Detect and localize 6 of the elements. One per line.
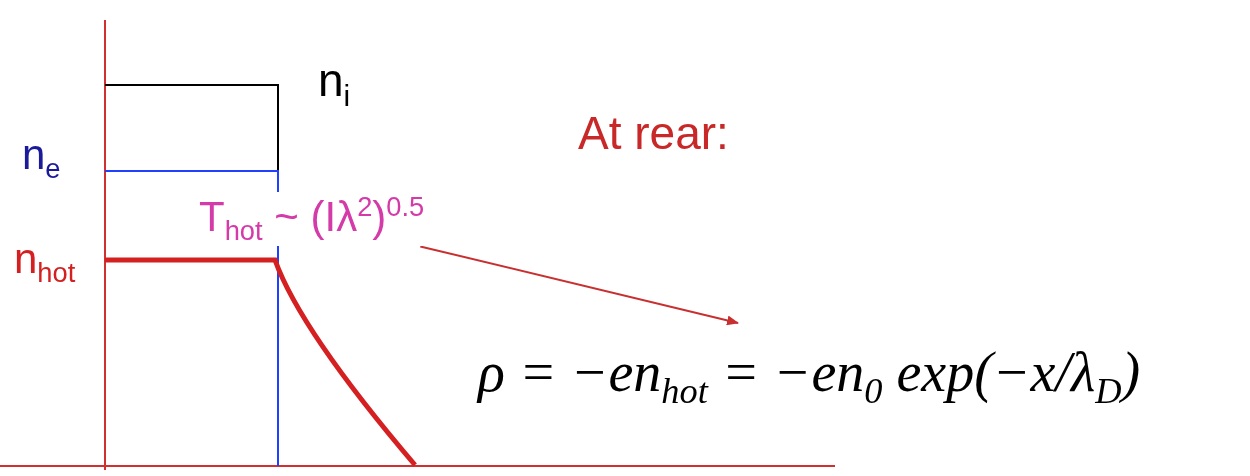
note-text: At rear: <box>578 108 729 159</box>
density-label: n$_{i}$ <box>318 55 351 114</box>
charge-density-equation: ρ = −en$_{hot}$ = −en$_{0}$ exp(−x/λ$_{D}$) <box>478 322 1141 442</box>
density-label: n$_{e}$ <box>22 132 61 185</box>
density-label: n$_{hot}$ <box>14 236 76 289</box>
arrow <box>419 245 739 326</box>
